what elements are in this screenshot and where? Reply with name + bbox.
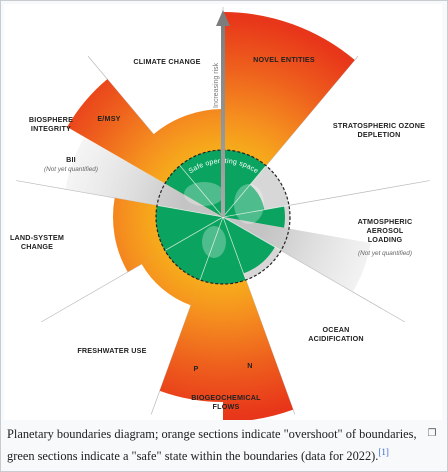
boundary-label-line: BIOSPHERE	[29, 115, 73, 124]
subboundary-label-emsy: E/MSY	[97, 114, 120, 123]
wedge-climate-safe-part	[179, 150, 223, 217]
subboundary-label-n: N	[247, 361, 252, 370]
boundary-label-line: DEPLETION	[358, 130, 401, 139]
boundary-wedges	[65, 12, 371, 422]
boundary-label-line: FRESHWATER USE	[77, 346, 146, 355]
sector-separator	[222, 216, 247, 281]
expand-icon[interactable]: ❐	[427, 427, 437, 439]
boundary-label-line: FLOWS	[213, 402, 240, 411]
boundary-label-line: BIOGEOCHEMICAL	[191, 393, 261, 402]
earth-continents	[184, 182, 264, 258]
risk-axis-arrow	[216, 10, 230, 217]
wedge-freshwater-safe-part	[164, 217, 223, 280]
sector-separator	[179, 165, 224, 218]
subboundary-label-bii: BII	[66, 155, 76, 164]
wedge-aerosol	[223, 206, 285, 228]
boundary-label-line: CHANGE	[21, 242, 53, 251]
not-quantified-note: (Not yet quantified)	[358, 250, 412, 257]
wedge-ozone	[223, 184, 265, 217]
boundary-label-line: LAND-SYSTEM	[10, 233, 64, 242]
boundary-label-line: AEROSOL	[367, 226, 404, 235]
boundary-label-line: ATMOSPHERIC	[358, 217, 413, 226]
wedge-ocean	[223, 217, 275, 274]
sector-separator	[156, 204, 224, 218]
boundary-label-line: STRATOSPHERIC OZONE	[333, 121, 425, 130]
sector-separator	[199, 216, 224, 281]
boundary-label-line: NOVEL ENTITIES	[253, 55, 315, 64]
sector-separator	[222, 204, 290, 218]
boundary-label-line: INTEGRITY	[31, 124, 71, 133]
boundary-label-line: CLIMATE CHANGE	[133, 57, 200, 66]
boundary-label-line: OCEAN	[323, 325, 350, 334]
sector-separator	[222, 165, 267, 218]
bii-not-quantified-note: (Not yet quantified)	[44, 166, 98, 173]
wedge-biosphere-bii	[65, 137, 223, 217]
planetary-boundaries-diagram[interactable]: Safe operating space Increasing risk NOV…	[4, 4, 442, 422]
wedge-land-system-safe-part	[156, 205, 223, 251]
boundary-label-freshwater: FRESHWATER USE	[77, 346, 146, 355]
boundary-label-novel-entities: NOVEL ENTITIES	[253, 55, 315, 64]
wedge-novel-entities-safe-part	[223, 150, 267, 217]
wedge-aerosol-unquantified	[223, 217, 371, 292]
boundary-label-climate: CLIMATE CHANGE	[133, 57, 200, 66]
boundary-label-line: LOADING	[368, 235, 403, 244]
subboundary-label-p: P	[194, 364, 199, 373]
caption-text: Planetary boundaries diagram; orange sec…	[7, 427, 417, 464]
figure-caption: Planetary boundaries diagram; orange sec…	[7, 425, 419, 465]
sector-separator	[222, 216, 282, 251]
sector-separator	[164, 216, 224, 251]
boundary-label-line: ACIDIFICATION	[308, 334, 364, 343]
wedge-biosphere-emsy-safe-part	[164, 165, 223, 217]
axis-label: Increasing risk	[213, 62, 220, 108]
caption-reference[interactable]: [1]	[378, 447, 389, 457]
